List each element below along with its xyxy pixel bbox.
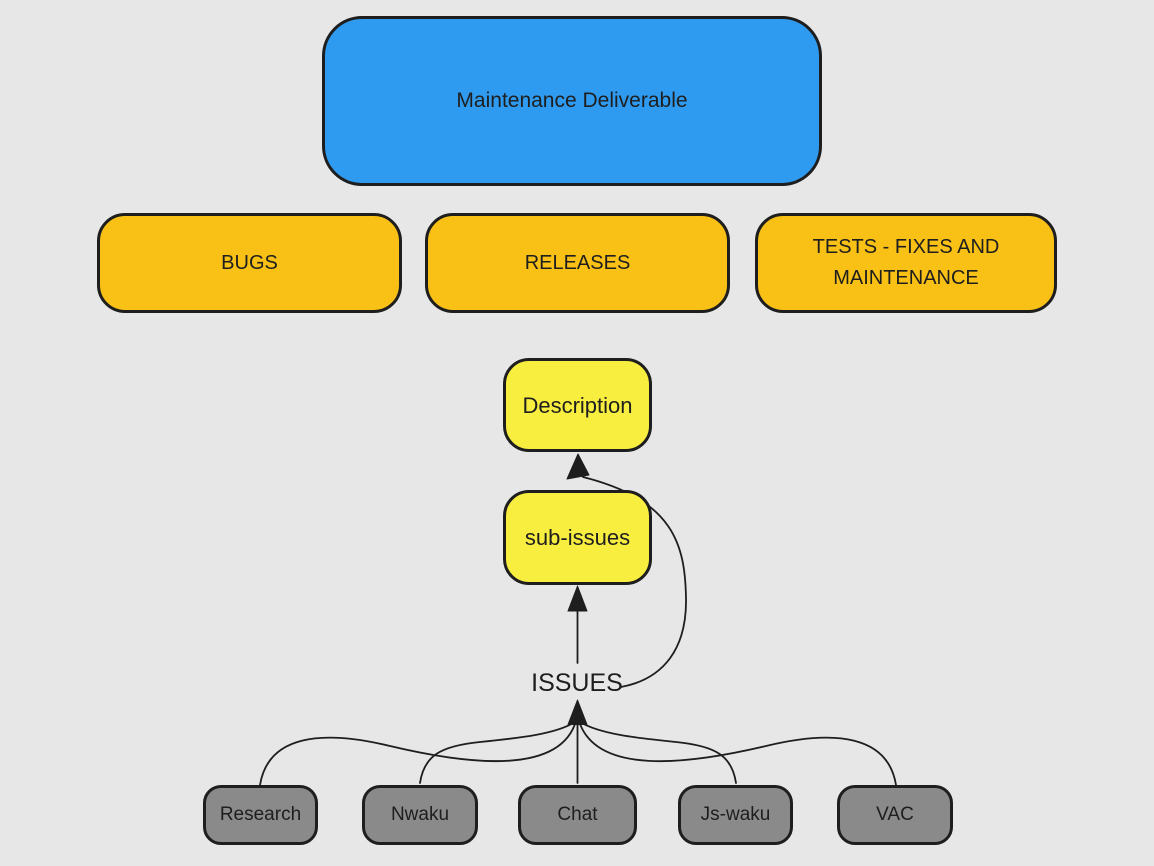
node-chat[interactable]: Chat: [518, 785, 637, 845]
node-js-waku[interactable]: Js-waku: [678, 785, 793, 845]
edge-research-to-issues: [259, 720, 577, 786]
label-issues[interactable]: ISSUES: [531, 668, 623, 697]
node-releases[interactable]: RELEASES: [425, 213, 730, 313]
arrowhead-into-subissues: [567, 585, 588, 612]
arrowhead-into-issues: [567, 699, 588, 725]
edge-jswaku-to-issues: [579, 721, 737, 784]
node-tests-fixes-maintenance[interactable]: TESTS - FIXES AND MAINTENANCE: [755, 213, 1057, 313]
node-description[interactable]: Description: [503, 358, 652, 452]
node-bugs[interactable]: BUGS: [97, 213, 402, 313]
node-vac[interactable]: VAC: [837, 785, 953, 845]
arrowhead-into-description: [566, 453, 590, 480]
node-maintenance-deliverable[interactable]: Maintenance Deliverable: [322, 16, 822, 186]
edge-nwaku-to-issues: [419, 721, 576, 784]
node-nwaku[interactable]: Nwaku: [362, 785, 478, 845]
node-sub-issues[interactable]: sub-issues: [503, 490, 652, 585]
node-research[interactable]: Research: [203, 785, 318, 845]
edge-vac-to-issues: [578, 720, 897, 786]
